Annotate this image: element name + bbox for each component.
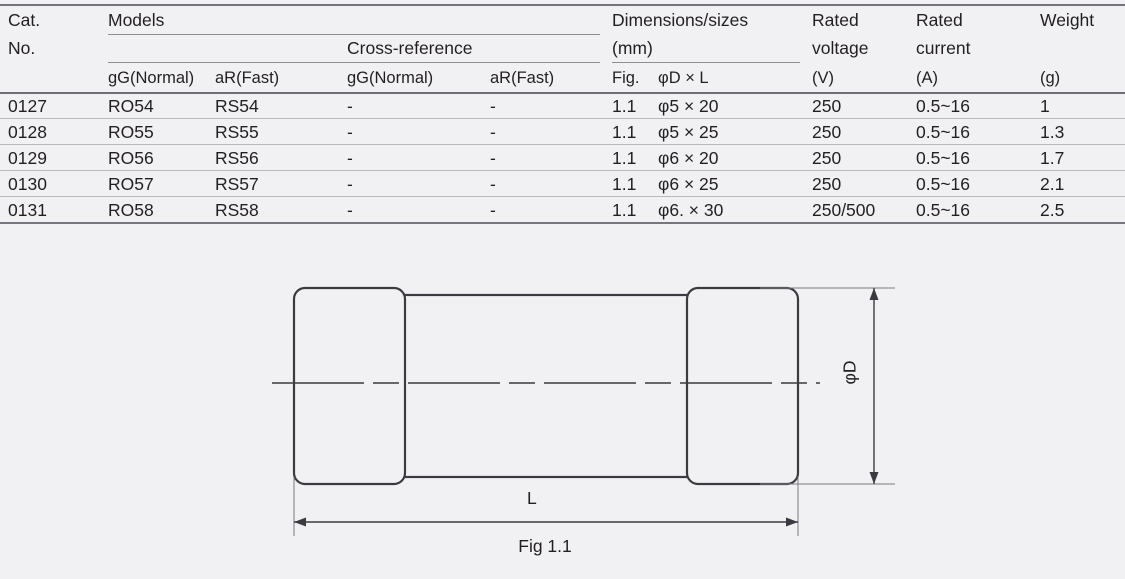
models-subheader-rule [108,62,600,63]
table-row: 0128 [8,122,47,142]
subheader-fig: Fig. [612,69,640,87]
subheader-xref-ar: aR(Fast) [490,69,555,87]
table-row: 1.1 [612,200,637,220]
table-row: RO54 [108,96,154,116]
table-row: - [347,148,353,168]
table-row: 250 [812,148,842,168]
header-rated-voltage-line2: voltage [812,38,869,58]
table-row: 0127 [8,96,47,116]
subheader-dimension: φD × L [658,69,709,87]
length-dimension-label: L [527,488,537,508]
table-row: 0129 [8,148,47,168]
table-row: 0130 [8,174,47,194]
table-row: RS58 [215,200,259,220]
table-row: φ6 × 25 [658,174,719,194]
header-models: Models [108,10,165,30]
fuse-right-cap [685,286,800,486]
header-cat-no-line1: Cat. [8,10,41,30]
table-row: - [347,174,353,194]
table-row: 0.5~16 [916,174,971,194]
subheader-models-ar: aR(Fast) [215,69,280,87]
table-row: RS56 [215,148,259,168]
table-row: - [347,200,353,220]
row-separator-4 [0,196,1125,197]
phid-arrow-top-icon [869,288,879,300]
header-weight: Weight [1040,10,1095,30]
figure-caption: Fig 1.1 [518,536,572,556]
specification-table: Cat. No. Models Cross-reference Dimensio… [0,0,1125,236]
subheader-models-gg: gG(Normal) [108,69,195,87]
table-row: 2.5 [1040,200,1065,220]
table-row: - [490,96,496,116]
table-row: 0.5~16 [916,96,971,116]
table-row: 250 [812,174,842,194]
header-cat-no-line2: No. [8,38,36,58]
table-row: φ6 × 20 [658,148,719,168]
table-row: - [490,174,496,194]
header-cross-reference: Cross-reference [347,38,473,58]
table-top-border [0,4,1125,6]
table-row: 0131 [8,200,47,220]
fuse-dimension-drawing: L φD Fig 1.1 [0,236,1125,579]
table-row: 0.5~16 [916,148,971,168]
table-row: - [347,96,353,116]
models-group-rule [108,34,600,35]
table-row: - [490,122,496,142]
table-row: 250/500 [812,200,876,220]
table-row: RS55 [215,122,259,142]
table-row: - [347,122,353,142]
table-row: - [490,148,496,168]
fuse-body-rect [398,293,694,479]
subheader-voltage-unit: (V) [812,69,834,87]
subheader-current-unit: (A) [916,69,938,87]
fuse-left-cap [292,286,407,486]
table-row: RO57 [108,174,154,194]
table-row: 1.1 [612,122,637,142]
phid-arrow-bottom-icon [869,472,879,484]
header-bottom-border [0,92,1125,94]
table-row: 1.1 [612,96,637,116]
table-row: RO58 [108,200,154,220]
table-row: φ5 × 25 [658,122,719,142]
table-row: 2.1 [1040,174,1065,194]
header-dimensions-line1: Dimensions/sizes [612,10,749,30]
table-row: 250 [812,122,842,142]
dimensions-subheader-rule [612,62,800,63]
header-dimensions-line2: (mm) [612,38,653,58]
row-separator-2 [0,144,1125,145]
table-row: 0.5~16 [916,122,971,142]
table-row: - [490,200,496,220]
table-row: φ6. × 30 [658,200,724,220]
table-bottom-border [0,222,1125,224]
header-rated-current-line1: Rated [916,10,963,30]
table-row: RO55 [108,122,154,142]
length-arrow-left-icon [294,517,306,527]
table-row: 0.5~16 [916,200,971,220]
table-row: 1.7 [1040,148,1065,168]
table-row: 1.3 [1040,122,1065,142]
subheader-xref-gg: gG(Normal) [347,69,434,87]
row-separator-1 [0,118,1125,119]
table-row: RS54 [215,96,259,116]
header-rated-voltage-line1: Rated [812,10,859,30]
diameter-dimension-label: φD [839,360,860,385]
table-row: 1.1 [612,148,637,168]
table-row: RO56 [108,148,154,168]
subheader-weight-unit: (g) [1040,69,1061,87]
table-row: 250 [812,96,842,116]
header-rated-current-line2: current [916,38,971,58]
row-separator-3 [0,170,1125,171]
table-row: φ5 × 20 [658,96,719,116]
length-arrow-right-icon [786,517,798,527]
table-row: RS57 [215,174,259,194]
table-row: 1.1 [612,174,637,194]
table-row: 1 [1040,96,1050,116]
